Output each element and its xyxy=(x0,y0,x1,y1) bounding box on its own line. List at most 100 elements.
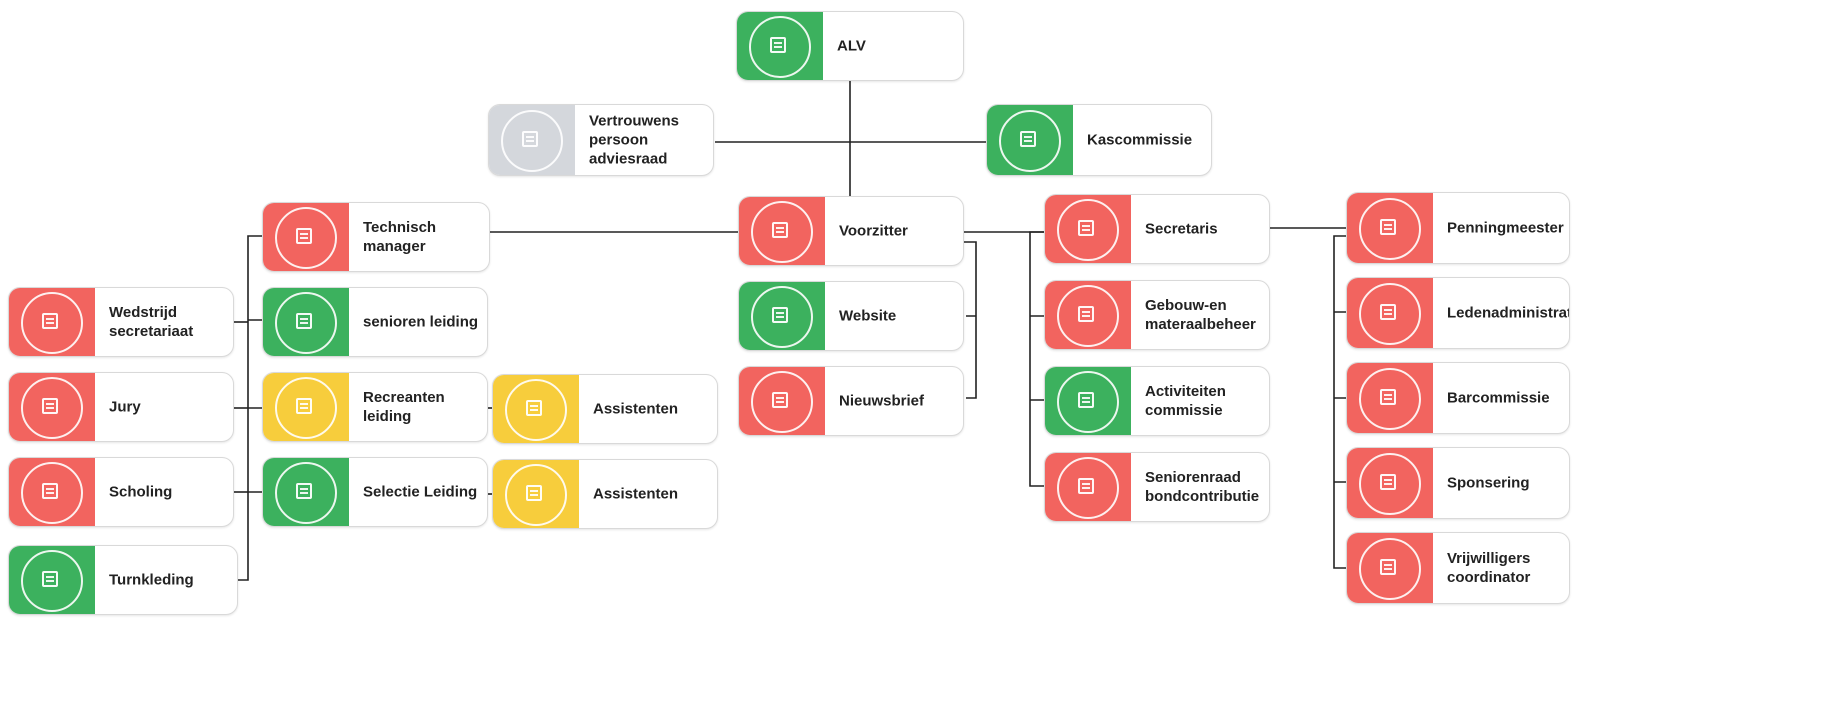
node-secretaris: Secretaris xyxy=(1044,194,1270,264)
ring-icon xyxy=(1359,198,1421,260)
node-label: Vrijwilligers coordinator xyxy=(1447,550,1531,586)
connector-secretaris-bracket xyxy=(1029,231,1044,487)
ring-icon xyxy=(505,464,567,526)
node-scholing: Scholing xyxy=(8,457,234,527)
node-label: Scholing xyxy=(109,483,173,501)
node-label: Assistenten xyxy=(593,485,679,503)
node-label: Barcommissie xyxy=(1447,389,1550,407)
ring-icon xyxy=(1359,538,1421,600)
node-turnkleding: Turnkleding xyxy=(8,545,238,615)
building-icon xyxy=(42,483,58,499)
building-icon xyxy=(772,222,788,238)
ring-icon xyxy=(21,377,83,439)
building-icon xyxy=(772,307,788,323)
node-vertrouwens: Vertrouwens persoon adviesraad xyxy=(488,104,714,176)
building-icon xyxy=(1078,392,1094,408)
connector-voorzitter-bracket xyxy=(962,241,977,399)
ring-icon xyxy=(21,550,83,612)
building-icon xyxy=(42,571,58,587)
ring-icon xyxy=(275,292,337,354)
node-technisch-manager: Technisch manager xyxy=(262,202,490,272)
node-ledenadministratie: Ledenadministratie xyxy=(1346,277,1570,349)
building-icon xyxy=(1078,478,1094,494)
building-icon xyxy=(296,483,312,499)
node-label: Jury xyxy=(109,398,141,416)
node-assistenten-1: Assistenten xyxy=(492,374,718,444)
building-icon xyxy=(296,313,312,329)
node-label: Wedstrijd secretariaat xyxy=(109,304,194,340)
ring-icon xyxy=(1359,453,1421,515)
node-label: Nieuwsbrief xyxy=(839,392,925,410)
building-icon xyxy=(772,392,788,408)
node-vrijwilligers: Vrijwilligers coordinator xyxy=(1346,532,1570,604)
ring-icon xyxy=(1057,457,1119,519)
ring-icon xyxy=(21,462,83,524)
node-label: Website xyxy=(839,307,897,325)
node-alv: ALV xyxy=(736,11,964,81)
node-label: Assistenten xyxy=(593,400,679,418)
ring-icon xyxy=(999,110,1061,172)
building-icon xyxy=(1078,306,1094,322)
node-label: Ledenadministratie xyxy=(1447,304,1569,322)
building-icon xyxy=(1078,220,1094,236)
node-barcommissie: Barcommissie xyxy=(1346,362,1570,434)
node-label: Activiteiten commissie xyxy=(1145,383,1226,419)
building-icon xyxy=(1380,219,1396,235)
ring-icon xyxy=(751,371,813,433)
node-label: Selectie Leiding xyxy=(363,483,478,501)
node-label: Turnkleding xyxy=(109,571,194,589)
ring-icon xyxy=(1057,199,1119,261)
ring-icon xyxy=(749,16,811,78)
node-kascommissie: Kascommissie xyxy=(986,104,1212,176)
node-label: Sponsering xyxy=(1447,474,1530,492)
building-icon xyxy=(770,37,786,53)
building-icon xyxy=(296,398,312,414)
node-label: Penningmeester xyxy=(1447,219,1564,237)
building-icon xyxy=(42,398,58,414)
node-gebouw: Gebouw-en materaalbeheer xyxy=(1044,280,1270,350)
node-label: Vertrouwens persoon adviesraad xyxy=(589,112,680,168)
building-icon xyxy=(522,131,538,147)
ring-icon xyxy=(21,292,83,354)
node-label: ALV xyxy=(837,37,866,55)
building-icon xyxy=(1020,131,1036,147)
node-activiteiten: Activiteiten commissie xyxy=(1044,366,1270,436)
node-seniorenraad: Seniorenraad bondcontributie xyxy=(1044,452,1270,522)
ring-icon xyxy=(275,207,337,269)
node-label: Technisch manager xyxy=(363,219,437,255)
ring-icon xyxy=(751,201,813,263)
ring-icon xyxy=(275,462,337,524)
ring-icon xyxy=(751,286,813,348)
node-recreanten-leiding: Recreanten leiding xyxy=(262,372,488,442)
ring-icon xyxy=(1359,368,1421,430)
node-label: Voorzitter xyxy=(839,222,908,240)
node-jury: Jury xyxy=(8,372,234,442)
node-label: Recreanten leiding xyxy=(363,389,445,425)
node-website: Website xyxy=(738,281,964,351)
building-icon xyxy=(42,313,58,329)
node-sponsering: Sponsering xyxy=(1346,447,1570,519)
node-label: senioren leiding xyxy=(363,313,479,331)
building-icon xyxy=(1380,304,1396,320)
building-icon xyxy=(1380,559,1396,575)
connector-penningmeester-bracket xyxy=(1333,235,1346,569)
ring-icon xyxy=(275,377,337,439)
node-label: Kascommissie xyxy=(1087,131,1193,149)
ring-icon xyxy=(501,110,563,172)
node-nieuwsbrief: Nieuwsbrief xyxy=(738,366,964,436)
ring-icon xyxy=(505,379,567,441)
building-icon xyxy=(526,400,542,416)
node-label: Gebouw-en materaalbeheer xyxy=(1145,297,1256,333)
building-icon xyxy=(1380,389,1396,405)
node-senioren-leiding: senioren leiding xyxy=(262,287,488,357)
ring-icon xyxy=(1359,283,1421,345)
building-icon xyxy=(296,228,312,244)
node-wedstrijd-secretariaat: Wedstrijd secretariaat xyxy=(8,287,234,357)
ring-icon xyxy=(1057,285,1119,347)
building-icon xyxy=(1380,474,1396,490)
node-assistenten-2: Assistenten xyxy=(492,459,718,529)
node-label: Secretaris xyxy=(1145,220,1218,238)
ring-icon xyxy=(1057,371,1119,433)
building-icon xyxy=(526,485,542,501)
